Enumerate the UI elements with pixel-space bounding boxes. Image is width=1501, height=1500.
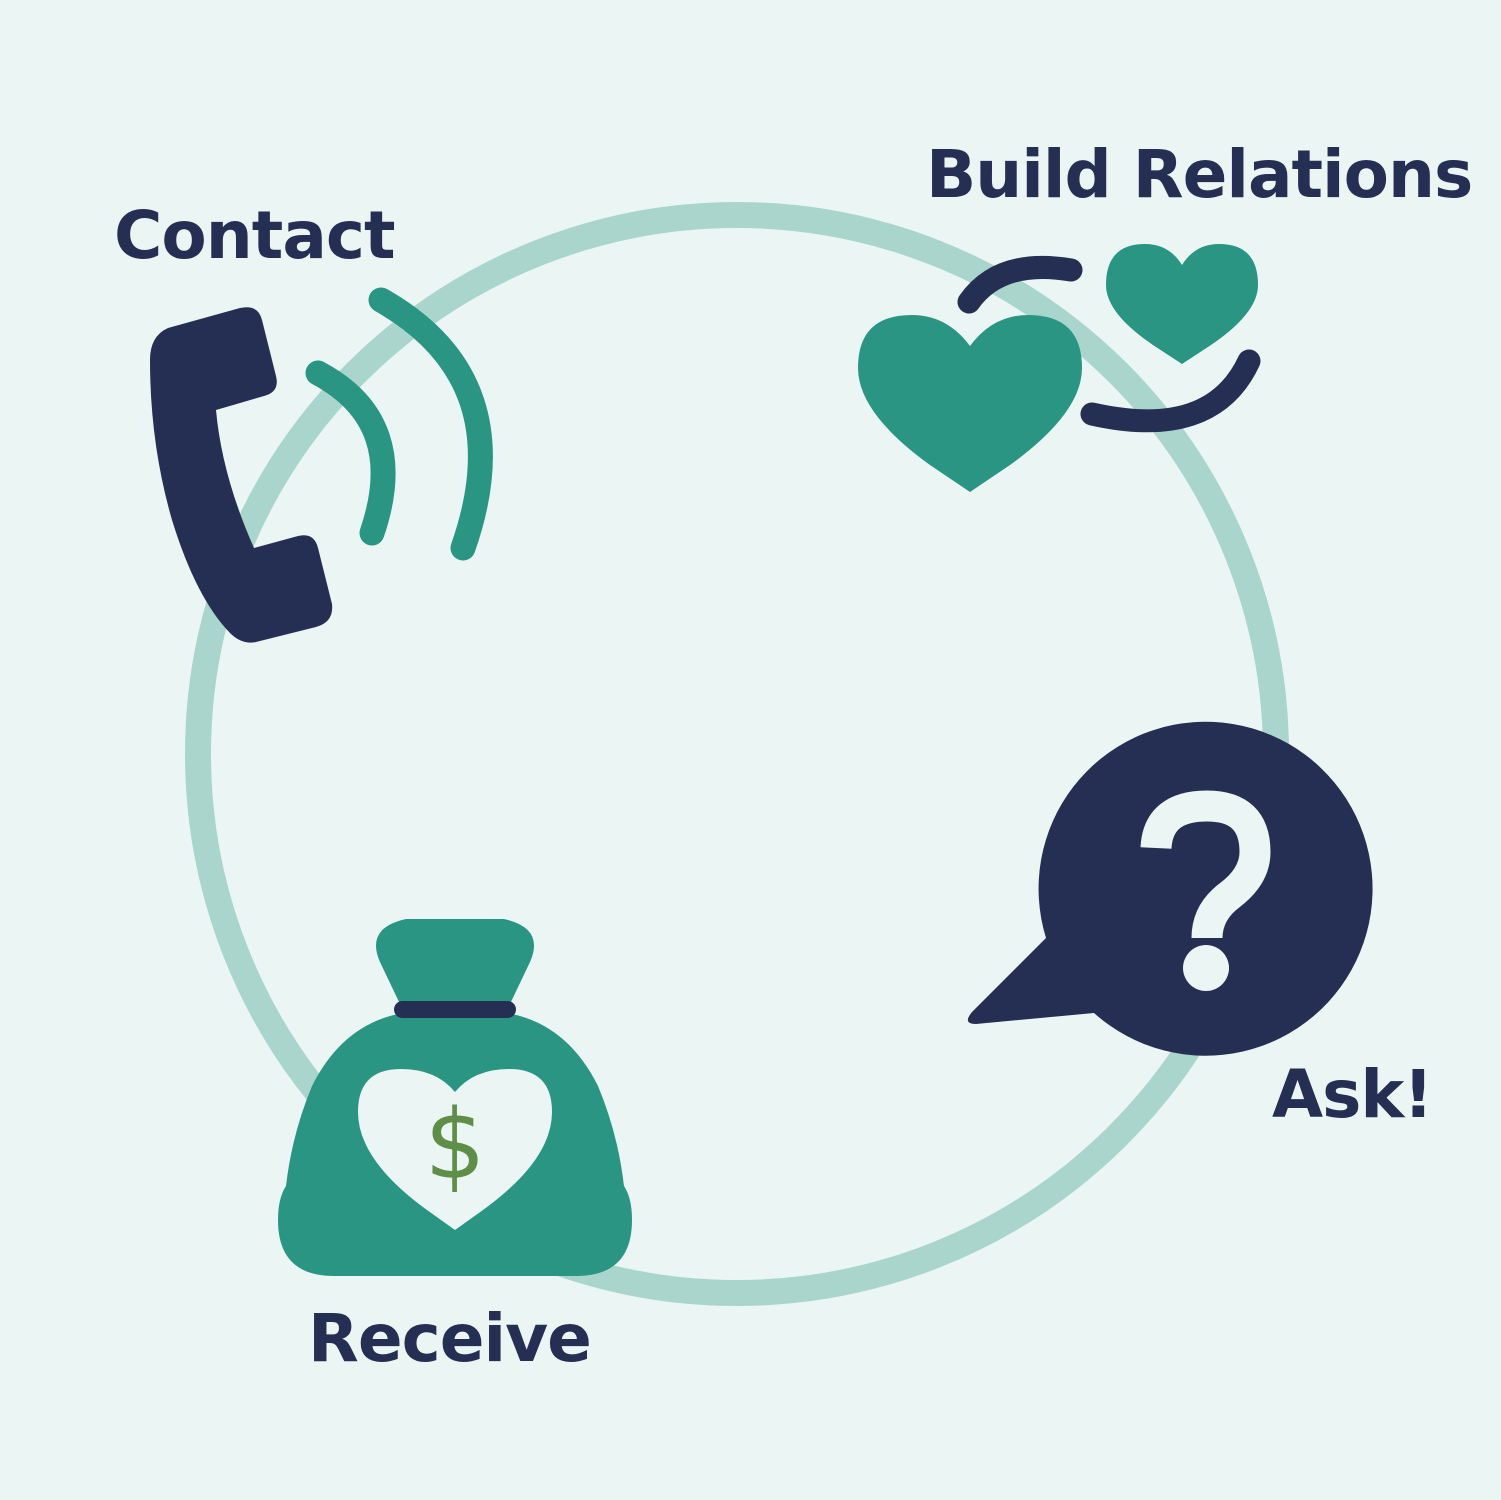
connection-arc-top <box>957 255 1083 314</box>
heart-large <box>858 315 1082 492</box>
money-bag-heart-icon: $ <box>278 919 632 1276</box>
phone-ringing-icon <box>150 287 493 643</box>
step-label-contact: Contact <box>114 197 396 274</box>
step-label-ask: Ask! <box>1272 1056 1433 1133</box>
signal-wave-small <box>305 360 396 546</box>
dollar-sign: $ <box>424 1089 485 1201</box>
step-label-build-relations: Build Relations <box>926 136 1473 213</box>
bag-knot <box>375 919 535 1004</box>
signal-wave-large <box>368 287 493 561</box>
question-mark <box>1140 790 1271 939</box>
bag-tie <box>394 1001 516 1018</box>
speech-bubble <box>967 721 1373 1056</box>
connection-arc-bottom <box>1080 349 1261 433</box>
heart-cutout <box>358 1069 552 1230</box>
step-label-receive: Receive <box>308 1300 592 1377</box>
phone-handset <box>150 307 333 643</box>
two-hearts-icon <box>858 244 1261 492</box>
heart-small <box>1106 244 1258 364</box>
question-dot <box>1183 945 1229 991</box>
question-speech-bubble-icon <box>967 721 1373 1056</box>
